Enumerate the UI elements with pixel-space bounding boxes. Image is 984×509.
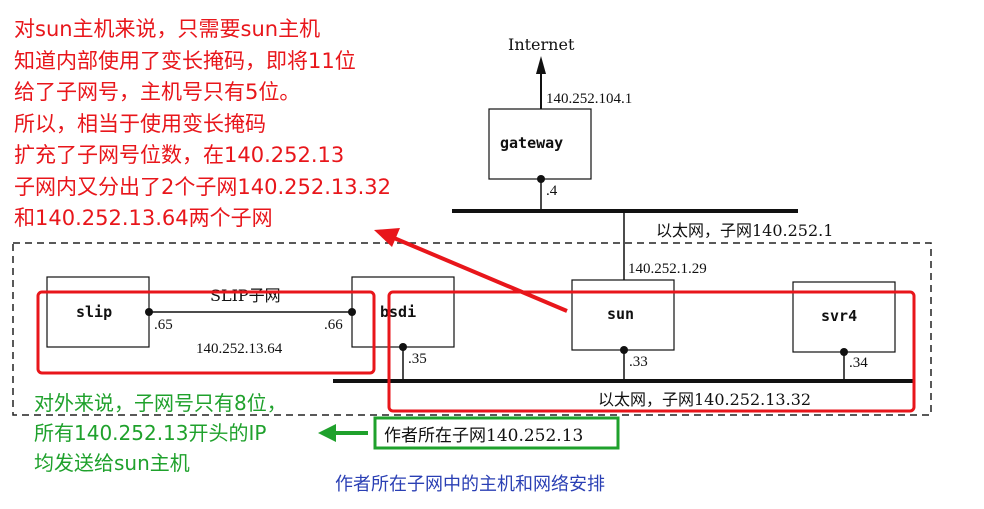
slip-box [46, 276, 150, 348]
red-arrow-line [393, 236, 568, 313]
red-arrowhead [374, 228, 400, 247]
slip-net-label: SLIP子网 [210, 286, 281, 305]
green-annotation: 对外来说，子网号只有8位， 所有140.252.13开头的IP 均发送给sun主… [34, 391, 287, 475]
svr4-name: svr4 [821, 307, 857, 325]
svr4-box [792, 281, 896, 353]
bsdi-slip-interface [348, 308, 356, 316]
slip-name: slip [76, 303, 112, 321]
svr4-ip: .34 [849, 355, 868, 371]
green-box-label: 作者所在子网140.252.13 [384, 426, 584, 446]
gateway-interface [537, 175, 545, 183]
gateway-ip-down: .4 [546, 183, 558, 199]
svr4-interface [840, 348, 848, 356]
gateway-box [488, 108, 592, 180]
figure-caption: 作者所在子网中的主机和网络安排 [335, 474, 605, 495]
internet-arrowhead [536, 56, 546, 74]
internet-label: Internet [508, 35, 575, 54]
gateway-name: gateway [500, 134, 563, 152]
sun-ip-down: .33 [629, 354, 648, 370]
red-box-ethernet-subnet [387, 290, 916, 413]
subnet-boundary [12, 242, 932, 416]
sun-ip-up: 140.252.1.29 [628, 261, 707, 277]
green-box [373, 416, 620, 450]
bsdi-name: bsdi [380, 303, 416, 321]
ethernet-top-label: 以太网，子网140.252.1 [656, 221, 833, 240]
sun-name: sun [607, 305, 634, 323]
slip-net-addr: 140.252.13.64 [196, 341, 283, 357]
green-arrowhead [318, 424, 336, 442]
bsdi-box [351, 276, 455, 348]
bsdi-slip-ip: .66 [324, 317, 343, 333]
slip-ip: .65 [154, 317, 173, 333]
sun-interface [620, 346, 628, 354]
red-annotation: 对sun主机来说，只需要sun主机 知道内部使用了变长掩码，即将11位 给了子网… [14, 17, 391, 230]
red-box-slip-subnet [36, 290, 376, 375]
bsdi-eth-ip: .35 [408, 351, 427, 367]
gateway-ip-up: 140.252.104.1 [546, 91, 632, 107]
ethernet-bottom-label: 以太网，子网140.252.13.32 [598, 390, 811, 409]
bsdi-eth-interface [399, 343, 407, 351]
